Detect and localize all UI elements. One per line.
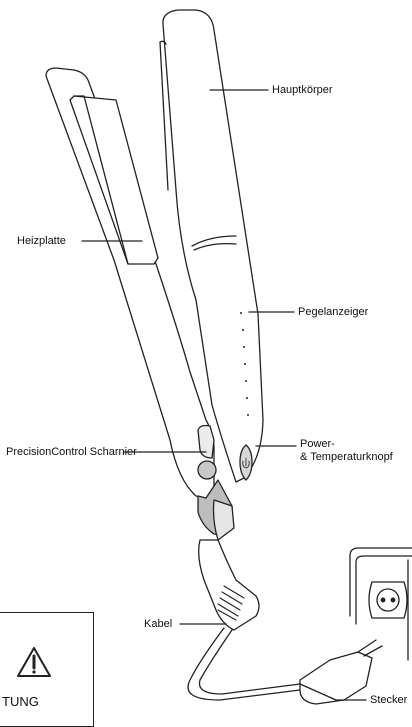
plug-body bbox=[300, 652, 372, 704]
warning-text: TUNG bbox=[2, 694, 39, 709]
label-level-indicator: Pegelanzeiger bbox=[298, 306, 368, 319]
label-power-button: Power- & Temperaturknopf bbox=[300, 438, 393, 464]
label-plug: Stecker bbox=[370, 694, 407, 707]
label-main-body: Hauptkörper bbox=[272, 84, 333, 97]
label-cable: Kabel bbox=[144, 618, 172, 631]
label-hinge: PrecisionControl Scharnier bbox=[6, 446, 137, 459]
logo-badge bbox=[198, 461, 216, 479]
warning-box bbox=[0, 612, 94, 727]
label-heating-plate: Heizplatte bbox=[17, 235, 66, 248]
label-power-line1: Power- bbox=[300, 438, 393, 451]
label-power-line2: & Temperaturknopf bbox=[300, 451, 393, 464]
cable bbox=[188, 628, 300, 700]
